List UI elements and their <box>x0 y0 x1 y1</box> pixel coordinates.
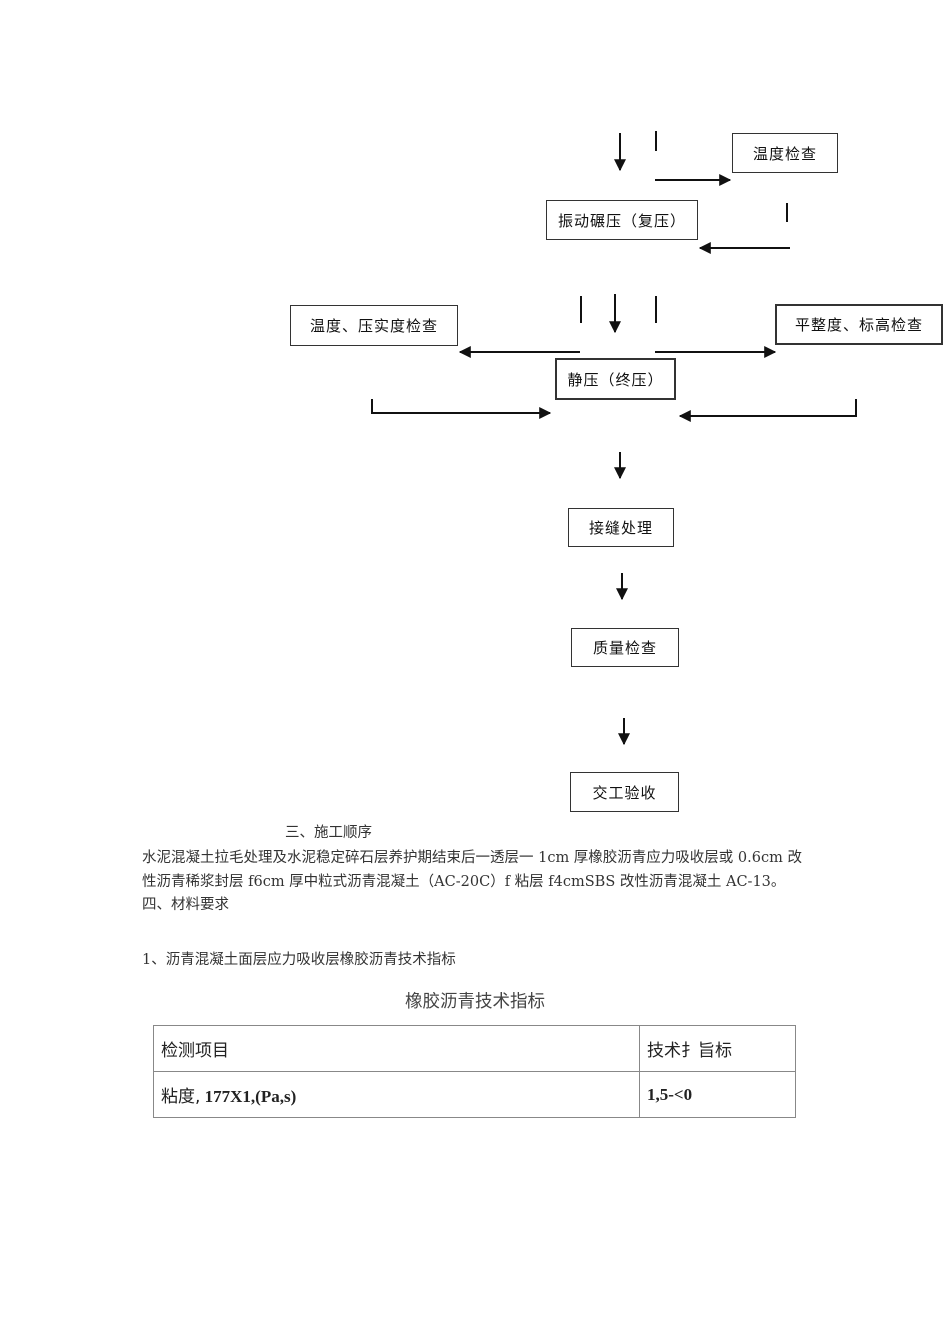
node-flatness-check: 平整度、标高检查 <box>775 304 943 345</box>
node-quality-check: 质量检查 <box>571 628 679 667</box>
node-joint-treatment: 接缝处理 <box>568 508 674 547</box>
table-row: 粘度, 177X1,(Pa,s) 1,5-<0 <box>153 1071 796 1118</box>
node-temp-check: 温度检查 <box>732 133 838 173</box>
flowchart-connectors <box>371 131 857 746</box>
node-vibratory-roll: 振动碾压（复压） <box>546 200 698 240</box>
table-title: 橡胶沥青技术指标 <box>405 992 545 1012</box>
row-value-cell: 1,5-<0 <box>639 1071 796 1118</box>
node-temp-compaction-check: 温度、压实度检查 <box>290 305 458 346</box>
row-label-cell: 粘度, 177X1,(Pa,s) <box>153 1071 640 1118</box>
section-heading: 三、施工顺序 <box>285 825 372 841</box>
row-label-cn: 粘度, <box>161 1087 201 1107</box>
row-label-num: 177X1,(Pa,s) <box>200 1087 297 1106</box>
header-cell-index: 技术扌旨标 <box>639 1025 796 1072</box>
node-handover: 交工验收 <box>570 772 679 812</box>
arrow-return-right <box>678 399 857 422</box>
arrow-return-left <box>371 399 552 419</box>
node-static-roll: 静压（终压） <box>555 358 676 400</box>
spec-table: 检测项目 技术扌旨标 粘度, 177X1,(Pa,s) 1,5-<0 <box>153 1025 796 1118</box>
construction-flowchart: 温度检查 振动碾压（复压） 温度、压实度检查 平整度、标高检查 静压（终压） 接… <box>290 131 943 812</box>
header-cell-item: 检测项目 <box>153 1025 640 1072</box>
section-paragraph: 水泥混凝土拉毛处理及水泥稳定碎石层养护期结束后一透层一 1cm 厚橡胶沥青应力吸… <box>142 850 802 913</box>
item-heading: 1、沥青混凝土面层应力吸收层橡胶沥青技术指标 <box>142 952 456 968</box>
table-header-row: 检测项目 技术扌旨标 <box>153 1025 796 1072</box>
